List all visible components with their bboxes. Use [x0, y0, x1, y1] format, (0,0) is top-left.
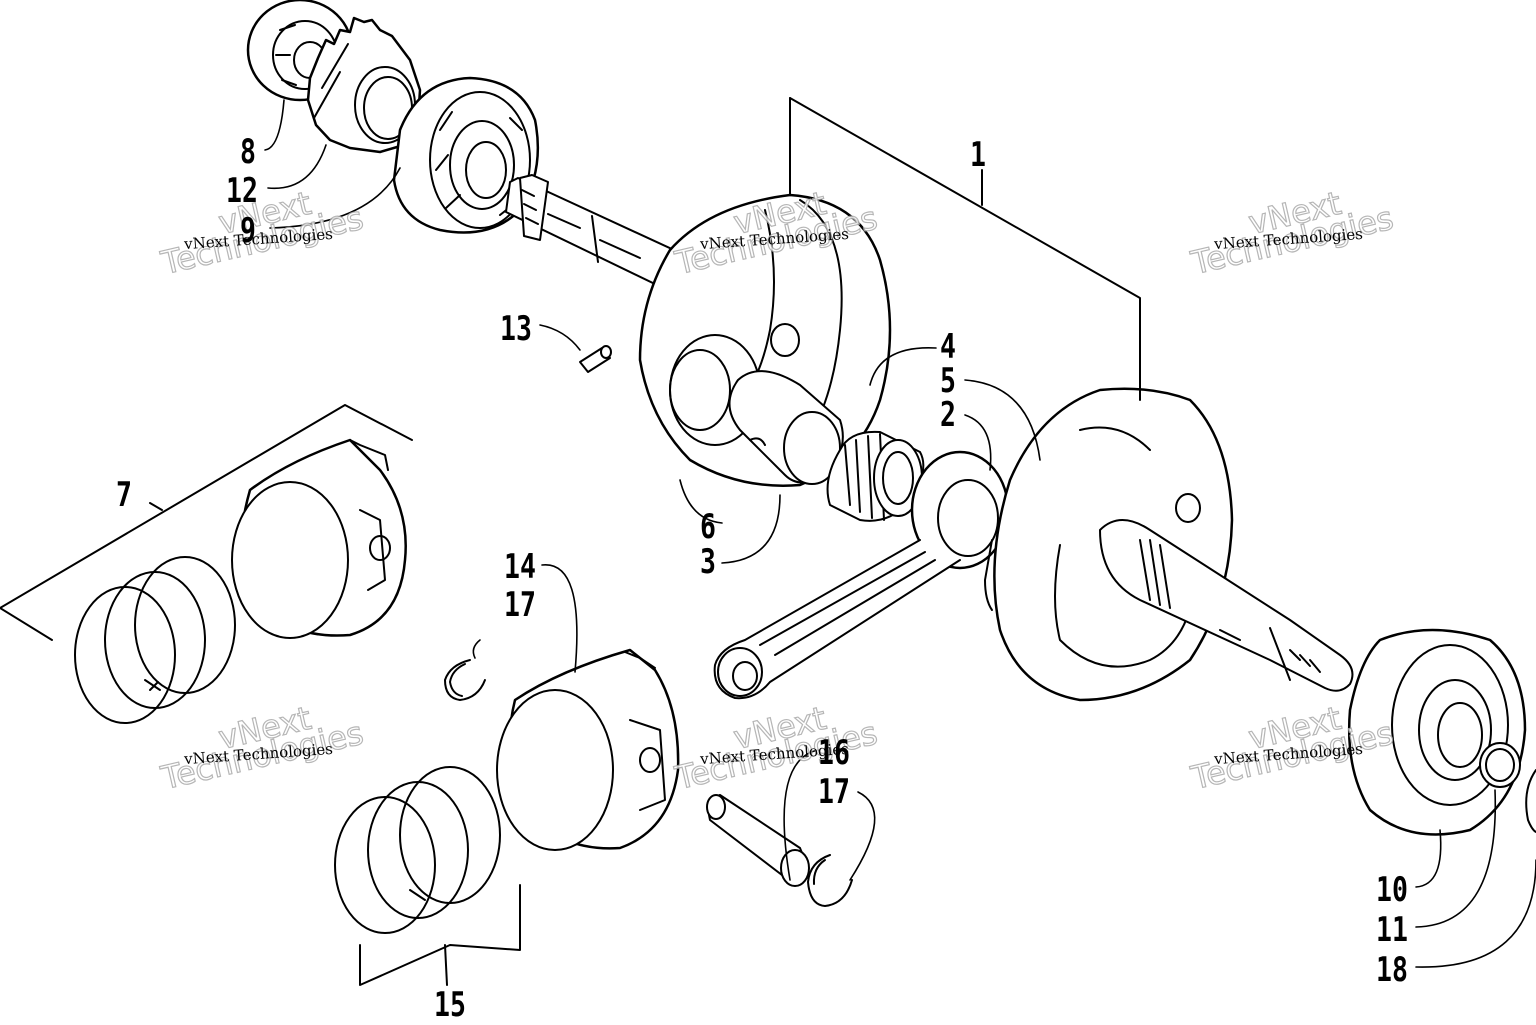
ring-11 — [1480, 743, 1520, 787]
bracket-15 — [360, 885, 520, 985]
bearing-10 — [1349, 630, 1525, 835]
bearing-9 — [394, 78, 538, 233]
leader-lines — [265, 100, 1536, 967]
label-part-12: 12 — [226, 171, 258, 211]
label-part-15: 15 — [434, 985, 466, 1025]
label-part-5: 5 — [940, 361, 956, 401]
label-part-2: 2 — [940, 395, 956, 435]
label-part-10: 10 — [1376, 870, 1408, 910]
piston-rings-7 — [75, 557, 235, 723]
seal-18 — [1526, 770, 1536, 832]
label-part-3: 3 — [700, 542, 716, 582]
bracket-7-top — [0, 405, 412, 608]
piston-7 — [232, 440, 406, 638]
label-part-13: 13 — [500, 309, 532, 349]
piston-14 — [497, 650, 678, 850]
label-part-8: 8 — [240, 132, 256, 172]
label-part-16: 16 — [818, 733, 850, 773]
label-part-6: 6 — [700, 507, 716, 547]
label-part-1: 1 — [970, 135, 986, 175]
circlip-17-lower — [808, 855, 852, 906]
needle-bearing-4 — [828, 432, 924, 521]
label-part-7: 7 — [116, 475, 132, 515]
bracket-7-left — [0, 608, 52, 640]
crank-pin — [729, 371, 842, 484]
bracket-15-leader — [445, 945, 447, 985]
pin-13 — [580, 346, 611, 372]
label-part-17-lower: 17 — [818, 772, 850, 812]
gear-12 — [308, 18, 420, 152]
bracket-7-leader — [150, 503, 162, 510]
label-part-17-upper: 17 — [504, 585, 536, 625]
crankshaft-right-shaft — [1100, 520, 1352, 691]
label-part-4: 4 — [940, 327, 956, 367]
circlip-17-upper — [445, 660, 485, 700]
piston-rings-15 — [335, 767, 500, 933]
label-part-18: 18 — [1376, 950, 1408, 990]
connecting-rod — [715, 452, 1008, 698]
wrist-pin-16 — [707, 795, 809, 886]
label-part-14: 14 — [504, 547, 536, 587]
bracket-1-top — [790, 98, 1140, 400]
label-part-9: 9 — [240, 211, 256, 251]
label-part-11: 11 — [1376, 910, 1408, 950]
